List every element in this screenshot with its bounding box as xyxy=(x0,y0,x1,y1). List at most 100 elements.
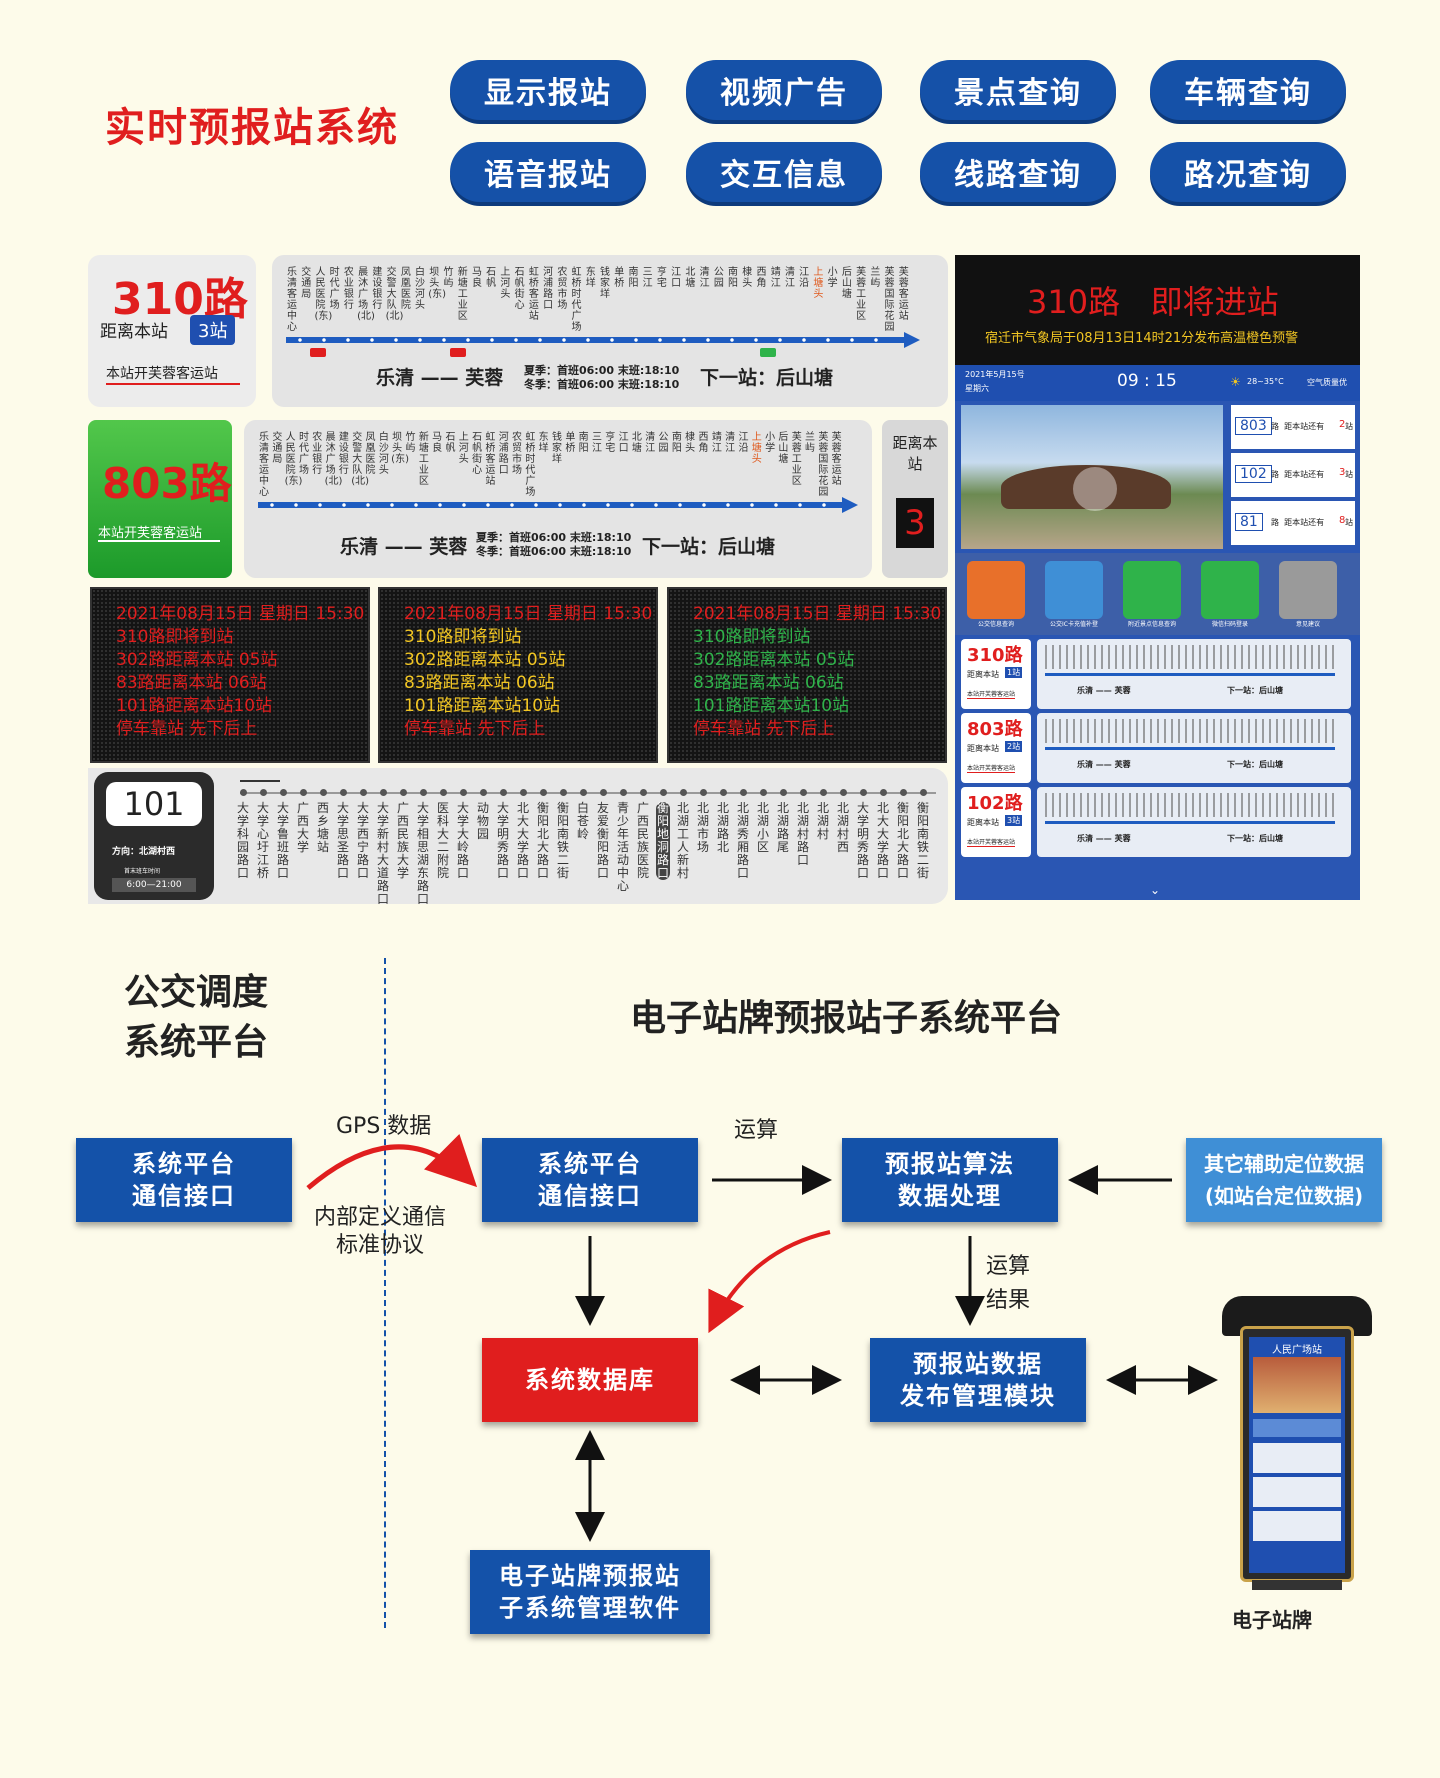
stop-name: 单桥 xyxy=(614,267,625,289)
arrival-unit: 站 xyxy=(1345,470,1353,479)
led-line: 停车靠站 先下后上 xyxy=(693,719,835,739)
line-distance-label: 距离本站 xyxy=(967,744,999,753)
interactive-info-button[interactable]: 交互信息 xyxy=(686,142,882,202)
stop-name: 北湖小区 xyxy=(756,801,769,854)
stop-name: 东垟 xyxy=(538,432,549,454)
stop-name: 靖江 xyxy=(770,267,781,289)
display-announce-button[interactable]: 显示报站 xyxy=(450,60,646,120)
temperature: 28~35°C xyxy=(1247,377,1284,386)
stop-name: 后山塘 xyxy=(778,432,789,465)
time-label: 首末班车时间 xyxy=(124,868,161,875)
right-section-title: 电子站牌预报站子系统平台 xyxy=(630,998,1063,1039)
result-line: 结果 xyxy=(986,1288,1031,1313)
stop-list: 大学科园路口大学心圩江桥大学鲁班路口广西大学西乡塘站大学思圣路口大学西宁路口大学… xyxy=(236,788,936,906)
stop-name: 三江 xyxy=(642,267,653,289)
stop-name: 兰屿 xyxy=(870,267,881,289)
qr-code-icon[interactable] xyxy=(1201,561,1259,619)
winter-schedule: 冬季：首班06:00 末班:18:10 xyxy=(476,545,632,558)
clock: 09 : 15 xyxy=(1117,371,1177,391)
led-line: 停车靠站 先下后上 xyxy=(116,719,258,739)
stop-name: 竹屿 xyxy=(405,432,416,454)
stop-name: 单桥 xyxy=(565,432,576,454)
stop-name: 棣头 xyxy=(685,432,696,454)
line-terminals: 乐清 —— 芙蓉 xyxy=(1077,834,1131,843)
bus-icon[interactable] xyxy=(967,561,1025,619)
summer-schedule: 夏季：首班06:00 末班:18:10 xyxy=(476,531,632,544)
stop-name: 东垟 xyxy=(585,267,596,289)
led-line: 302路距离本站 05站 xyxy=(693,650,855,670)
play-icon[interactable] xyxy=(1073,467,1117,511)
calc-label: 运算 xyxy=(734,1118,779,1143)
stop-name: 大学西宁路口 xyxy=(356,801,369,880)
stop-name: 北湖秀厢路口 xyxy=(736,801,749,880)
kiosk-route xyxy=(1253,1511,1341,1541)
stop-name: 乐清客运中心 xyxy=(259,432,269,498)
stop-dot xyxy=(420,789,427,796)
stop-name: 石帆街心 xyxy=(472,432,483,476)
card-recharge-icon[interactable] xyxy=(1045,561,1103,619)
stop-name: 江口 xyxy=(618,432,629,454)
led-line: 302路距离本站 05站 xyxy=(116,650,278,670)
stop-name: 大学明秀路口 xyxy=(496,801,509,880)
line-distance-value: 1站 xyxy=(1005,667,1023,678)
stop-name: 北湖村 xyxy=(816,801,829,841)
kiosk-body: 人民广场站 xyxy=(1240,1326,1354,1582)
stop-name: 衡阳南铁二街 xyxy=(916,801,929,880)
message-icon[interactable] xyxy=(1279,561,1337,619)
route-query-button[interactable]: 线路查询 xyxy=(920,142,1116,202)
chevron-down-icon[interactable]: ⌄ xyxy=(1150,883,1161,897)
stop-dot xyxy=(600,789,607,796)
kiosk-station: 人民广场站 xyxy=(1272,1345,1322,1356)
line-terminals: 乐清 —— 芙蓉 xyxy=(1077,686,1131,695)
route-803-badge: 803路 本站开芙蓉客运站 xyxy=(88,420,232,578)
line-route: 803路 xyxy=(967,719,1023,740)
station-note: 本站开芙蓉客运站 xyxy=(98,526,203,541)
stop-dot xyxy=(920,789,927,796)
stop-name: 上河头 xyxy=(500,267,511,300)
stop-name: 北湖村西 xyxy=(836,801,849,854)
subsystem-comm-interface-box: 系统平台通信接口 xyxy=(482,1138,698,1222)
stop-dot xyxy=(560,789,567,796)
distance-label: 距离本站 xyxy=(100,322,168,342)
stop-name: 三江 xyxy=(591,432,602,454)
stop-name: 北大大学路口 xyxy=(516,801,529,880)
route-101-badge: 101 方向：北湖村西 首末班车时间 6:00—21:00 xyxy=(94,772,214,900)
line-note: 本站开芙蓉客运站 xyxy=(967,691,1016,699)
stop-name: 新塘工业区 xyxy=(418,432,429,487)
stop-name: 虹桥客运站 xyxy=(485,432,496,487)
stop-name: 亨宅 xyxy=(656,267,667,289)
stop-name: 人民医院(东) xyxy=(314,267,333,322)
attraction-query-button[interactable]: 景点查询 xyxy=(920,60,1116,120)
stop-name: 河浦路口 xyxy=(498,432,509,476)
stop-name: 大学心圩江桥 xyxy=(256,801,269,880)
stop-dot xyxy=(780,789,787,796)
stop-name: 白沙河头 xyxy=(378,432,389,476)
stop-name: 芙蓉国际花园 xyxy=(818,432,829,498)
video-ads-button[interactable]: 视频广告 xyxy=(686,60,882,120)
stop-name: 坝头(东) xyxy=(391,432,409,465)
stop-name: 北塘 xyxy=(685,267,696,289)
stop-name: 钱家垟 xyxy=(552,432,562,465)
stop-name: 芙蓉工业区 xyxy=(856,267,867,322)
voice-announce-button[interactable]: 语音报站 xyxy=(450,142,646,202)
stop-name: 青少年活动中心 xyxy=(616,801,629,893)
traffic-query-button[interactable]: 路况查询 xyxy=(1150,142,1346,202)
stop-name: 石帆 xyxy=(445,432,456,454)
note-underline xyxy=(106,383,240,385)
stop-name: 广西民族大学 xyxy=(396,801,409,880)
track-stop-dots xyxy=(260,502,840,508)
arrival-count: 8 xyxy=(1339,515,1346,526)
arrival-count: 3 xyxy=(1339,467,1346,478)
temple-icon[interactable] xyxy=(1123,561,1181,619)
vehicle-query-button[interactable]: 车辆查询 xyxy=(1150,60,1346,120)
led-date: 2021年08月15日 星期日 15:30 xyxy=(116,604,365,624)
app-label: 公交信息查询 xyxy=(977,621,1014,628)
stop-name: 交通局 xyxy=(301,267,312,300)
stop-name: 芙蓉国际花园 xyxy=(884,267,895,333)
stop-name: 衡阳北大路口 xyxy=(896,801,909,880)
distance-digit: 3 xyxy=(896,498,934,548)
section-divider xyxy=(384,958,386,1628)
